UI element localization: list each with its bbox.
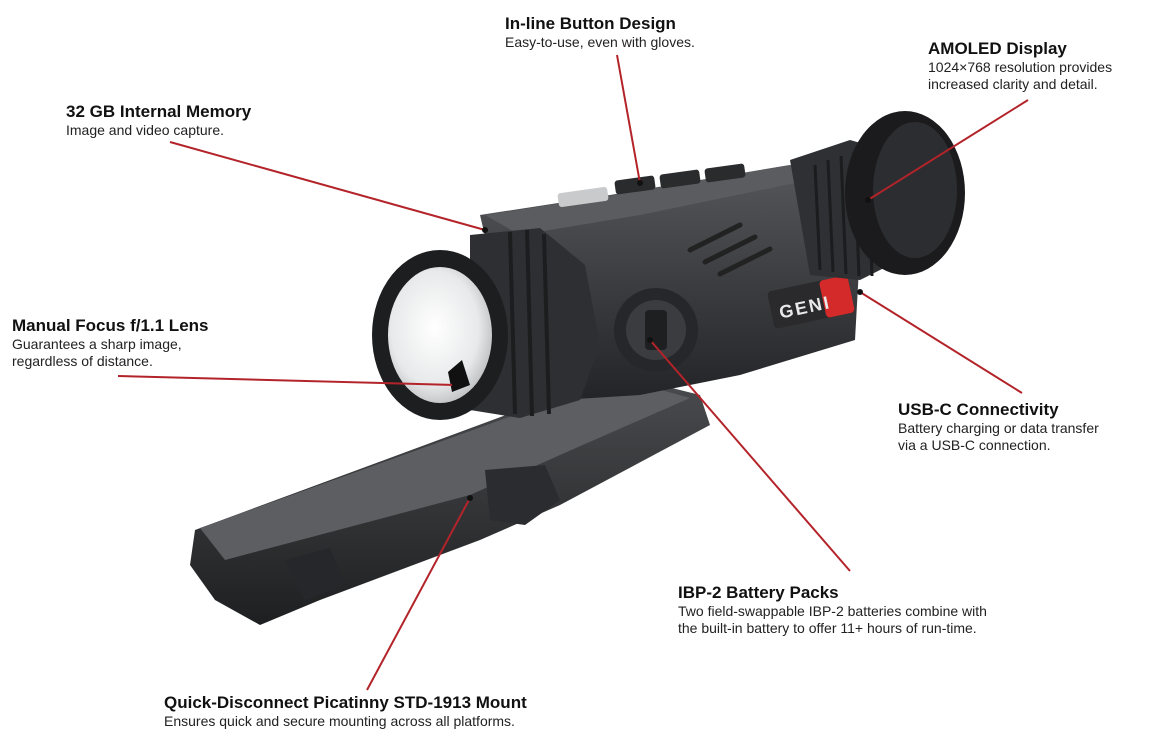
callout-mount: Quick-Disconnect Picatinny STD-1913 Moun… (164, 693, 527, 730)
lens-knurling (508, 229, 551, 417)
leader-mount (366, 497, 471, 691)
callout-buttons-line: Easy-to-use, even with gloves. (505, 34, 695, 50)
housing-rib (702, 234, 758, 265)
callout-battery-line: the built-in battery to offer 11+ hours … (678, 620, 977, 636)
callout-memory-line: Image and video capture. (66, 122, 224, 138)
leader-buttons-end (637, 180, 643, 186)
leader-display-end (865, 197, 871, 203)
mount-lever (285, 548, 345, 600)
callout-usbc-line: via a USB-C connection. (898, 437, 1051, 453)
housing-top (485, 165, 810, 235)
leader-usbc (859, 291, 1023, 394)
leader-display (867, 99, 1029, 201)
callout-buttons-title: In-line Button Design (505, 14, 676, 33)
leader-usbc-end (857, 289, 863, 295)
battery-cap-slot (645, 310, 667, 350)
objective-lens (372, 228, 600, 420)
eyecup-rim (873, 122, 957, 258)
callout-usbc: USB-C Connectivity Battery charging or d… (898, 400, 1099, 454)
top-button (614, 175, 656, 195)
callout-battery: IBP-2 Battery Packs Two field-swappable … (678, 583, 987, 637)
callout-display-title: AMOLED Display (928, 39, 1067, 58)
callout-buttons: In-line Button Design Easy-to-use, even … (505, 14, 695, 51)
top-button (557, 186, 609, 208)
mount-clamp (485, 465, 560, 525)
leader-lines (117, 54, 1029, 691)
lens-barrel (470, 228, 600, 418)
lens-glass (388, 267, 492, 403)
leader-memory-end (482, 227, 488, 233)
callout-memory: 32 GB Internal Memory Image and video ca… (66, 102, 251, 139)
callout-battery-line: Two field-swappable IBP-2 batteries comb… (678, 603, 987, 619)
leader-battery (649, 339, 851, 572)
housing-rib (717, 246, 773, 277)
callout-lens-line: Guarantees a sharp image, (12, 336, 182, 352)
callout-display: AMOLED Display 1024×768 resolution provi… (928, 39, 1112, 93)
top-button (659, 169, 701, 189)
housing-rib (687, 222, 743, 253)
leader-memory (169, 141, 486, 231)
callout-usbc-line: Battery charging or data transfer (898, 420, 1099, 436)
leader-lens-end (452, 382, 458, 388)
callout-usbc-title: USB-C Connectivity (898, 400, 1059, 419)
top-button (704, 163, 746, 183)
callout-lens-title: Manual Focus f/1.1 Lens (12, 316, 209, 335)
callout-mount-line: Ensures quick and secure mounting across… (164, 713, 515, 729)
callout-memory-title: 32 GB Internal Memory (66, 102, 252, 121)
callout-lens-line: regardless of distance. (12, 353, 153, 369)
callout-display-line: increased clarity and detail. (928, 76, 1098, 92)
picatinny-mount (190, 380, 710, 625)
eyepiece (790, 111, 965, 280)
brand-plate-accent (819, 275, 855, 318)
mount-rail-top (200, 384, 690, 560)
leader-battery-end (647, 337, 653, 343)
callout-lens: Manual Focus f/1.1 Lens Guarantees a sha… (12, 316, 209, 370)
leader-mount-end (467, 495, 473, 501)
callout-battery-title: IBP-2 Battery Packs (678, 583, 839, 602)
callout-display-line: 1024×768 resolution provides (928, 59, 1113, 75)
leader-lens (117, 375, 456, 386)
leader-buttons (616, 54, 641, 184)
callout-mount-title: Quick-Disconnect Picatinny STD-1913 Moun… (164, 693, 527, 712)
